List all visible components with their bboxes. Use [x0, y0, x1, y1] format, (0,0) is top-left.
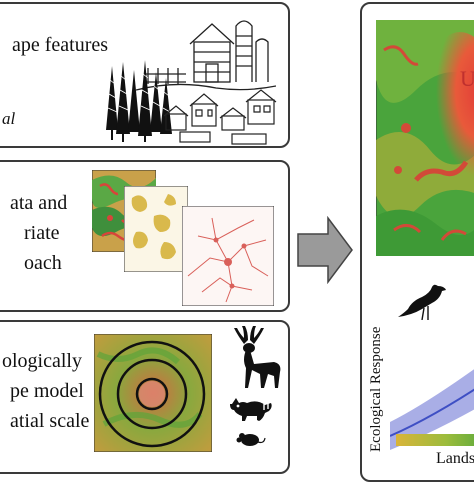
- scale-line-3: atial scale: [10, 410, 90, 432]
- response-curve-chart: [390, 369, 474, 450]
- road-network-map-thumbnail: [182, 206, 274, 306]
- landscape-gradient-bar: [396, 434, 474, 446]
- map-letter: U: [460, 66, 474, 91]
- right-arrow-icon: [297, 216, 353, 284]
- scale-line-1: ologically: [2, 350, 82, 372]
- x-axis-label: Lands: [436, 450, 474, 467]
- italic-fragment: al: [2, 109, 16, 128]
- data-line-3: oach: [24, 252, 62, 274]
- ecological-response-map: U: [376, 20, 474, 256]
- town-buildings-icon: [163, 89, 277, 145]
- landscape-features-panel: ape features al: [0, 2, 290, 148]
- deer-icon: [234, 326, 281, 388]
- y-axis-label: Ecological Response: [368, 326, 384, 452]
- data-line-1: ata and: [10, 192, 68, 214]
- mouse-icon: [236, 433, 266, 446]
- results-panel: U Lands: [360, 2, 474, 482]
- raccoon-icon: [230, 398, 272, 421]
- spatial-scale-panel: ologically pe model atial scale: [0, 320, 290, 474]
- data-line-2: riate: [24, 222, 60, 244]
- forest-icon: [106, 60, 172, 142]
- landscape-features-title: ape features: [12, 34, 109, 56]
- scale-line-2: pe model: [10, 380, 84, 402]
- data-multivariate-panel: ata and riate oach: [0, 160, 290, 312]
- habitat-map-thumbnail: [124, 186, 188, 272]
- multiscale-buffer-map: [94, 334, 212, 452]
- bird-icon: [398, 284, 446, 320]
